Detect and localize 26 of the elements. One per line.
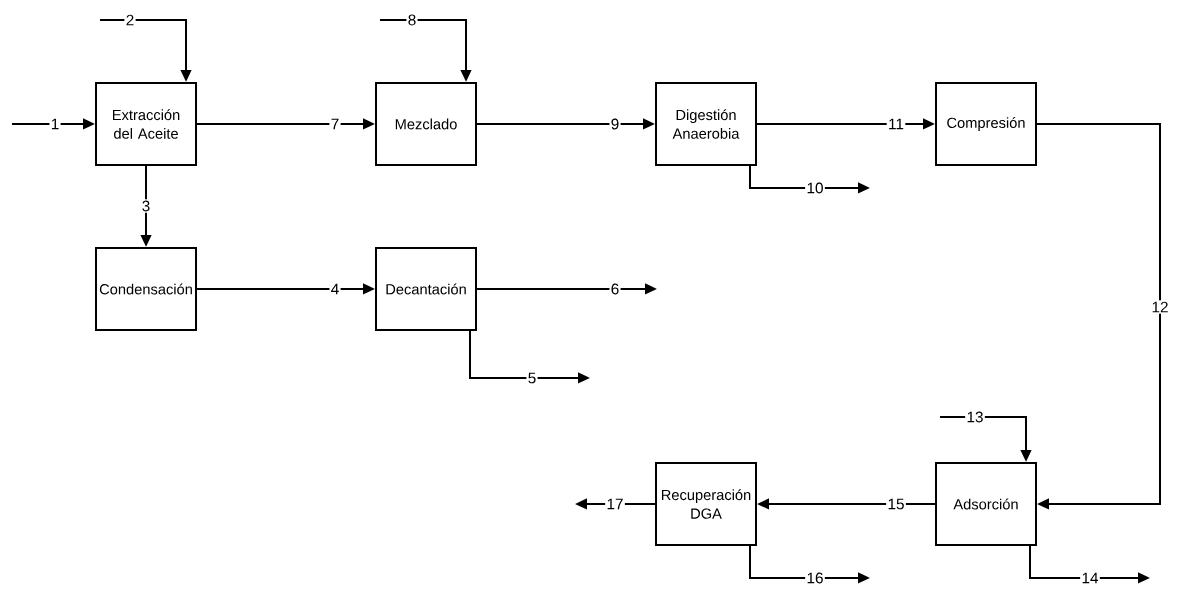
edge-label: 11 [886,117,906,131]
process-box: Mezclado [375,82,477,166]
edge-label: 7 [329,117,341,131]
edge-label: 15 [886,497,906,511]
process-box: Adsorción [935,462,1037,546]
edge-label: 14 [1080,571,1100,585]
edge-label: 2 [124,13,136,27]
edge-label: 17 [605,497,625,511]
process-box: Digestión Anaerobia [655,82,757,166]
edge-label: 6 [609,282,621,296]
edge-label: 3 [140,199,152,213]
edge-label: 12 [1150,300,1170,314]
edge-label: 1 [49,117,61,131]
edge-label: 5 [526,371,538,385]
process-box: Extracción del Aceite [95,82,197,166]
edge-label: 4 [329,282,341,296]
process-box: Condensación [95,247,197,331]
process-box: Decantación [375,247,477,331]
process-box: Compresión [935,82,1037,166]
edge-label: 16 [805,571,825,585]
edge-label: 10 [805,181,825,195]
edge-label: 13 [965,410,985,424]
edge-label: 8 [406,13,418,27]
edge-label: 9 [609,117,621,131]
arrow [1036,123,1161,510]
process-box: Recuperación DGA [655,462,757,546]
